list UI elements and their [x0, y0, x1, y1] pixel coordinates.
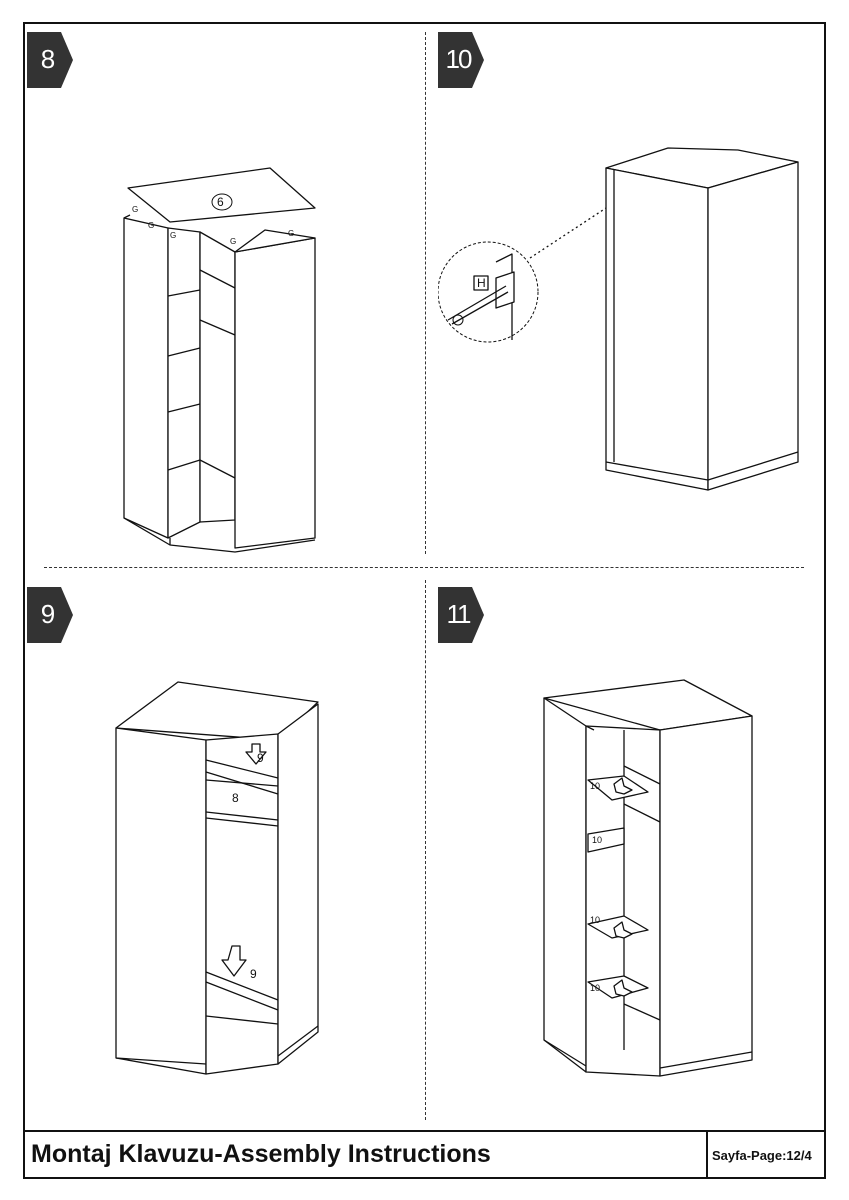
- horizontal-divider: [44, 567, 804, 568]
- footer-page-number: Sayfa-Page:12/4: [712, 1148, 812, 1163]
- step-badge-10: 10: [438, 32, 486, 88]
- step-number: 8: [40, 44, 55, 74]
- page-frame: [23, 22, 826, 1179]
- hardware-label: G: [230, 237, 236, 246]
- step11-illustration: 10 10 10 10: [536, 676, 756, 1086]
- part-label-10: 10: [590, 983, 601, 993]
- footer-divider: [706, 1130, 708, 1179]
- hardware-label-h: H: [477, 276, 486, 290]
- step-badge-8: 8: [27, 32, 75, 88]
- step-badge-9: 9: [27, 587, 75, 643]
- part-label-9: 9: [257, 751, 264, 765]
- wardrobe-exploded-drawing: G G G G G: [123, 167, 316, 553]
- step-number: 11: [446, 599, 472, 629]
- part-label-10: 10: [590, 781, 601, 791]
- part-label-9-lower: 9: [250, 967, 257, 981]
- step9-illustration: 9 8 9: [110, 676, 330, 1086]
- step-arrow-icon: [27, 32, 73, 88]
- step10-illustration: H: [438, 140, 808, 500]
- part-label-8: 8: [232, 791, 239, 805]
- part-label-10: 10: [590, 915, 601, 925]
- hardware-label: G: [132, 205, 138, 214]
- step-number: 10: [445, 44, 473, 74]
- wardrobe-shelf-insert-drawing: [115, 681, 319, 1075]
- wardrobe-small-shelves-drawing: [543, 679, 753, 1077]
- step-arrow-icon: [27, 587, 73, 643]
- hardware-label: G: [170, 231, 176, 240]
- footer-rule: [23, 1130, 826, 1132]
- step8-illustration: G G G G G 6: [110, 160, 330, 560]
- vertical-divider-bottom: [425, 580, 426, 1120]
- step-arrow-icon: [438, 32, 484, 88]
- footer-title: Montaj Klavuzu-Assembly Instructions: [31, 1140, 491, 1168]
- vertical-divider-top: [425, 32, 426, 554]
- hardware-label: G: [288, 229, 294, 238]
- part-label-10: 10: [592, 835, 603, 845]
- step-arrow-icon: [438, 587, 484, 643]
- step-number: 9: [40, 599, 55, 629]
- hardware-label: G: [148, 221, 154, 230]
- part-label-6: 6: [217, 195, 224, 209]
- step-badge-11: 11: [438, 587, 486, 643]
- wardrobe-wall-fix-drawing: [438, 147, 799, 491]
